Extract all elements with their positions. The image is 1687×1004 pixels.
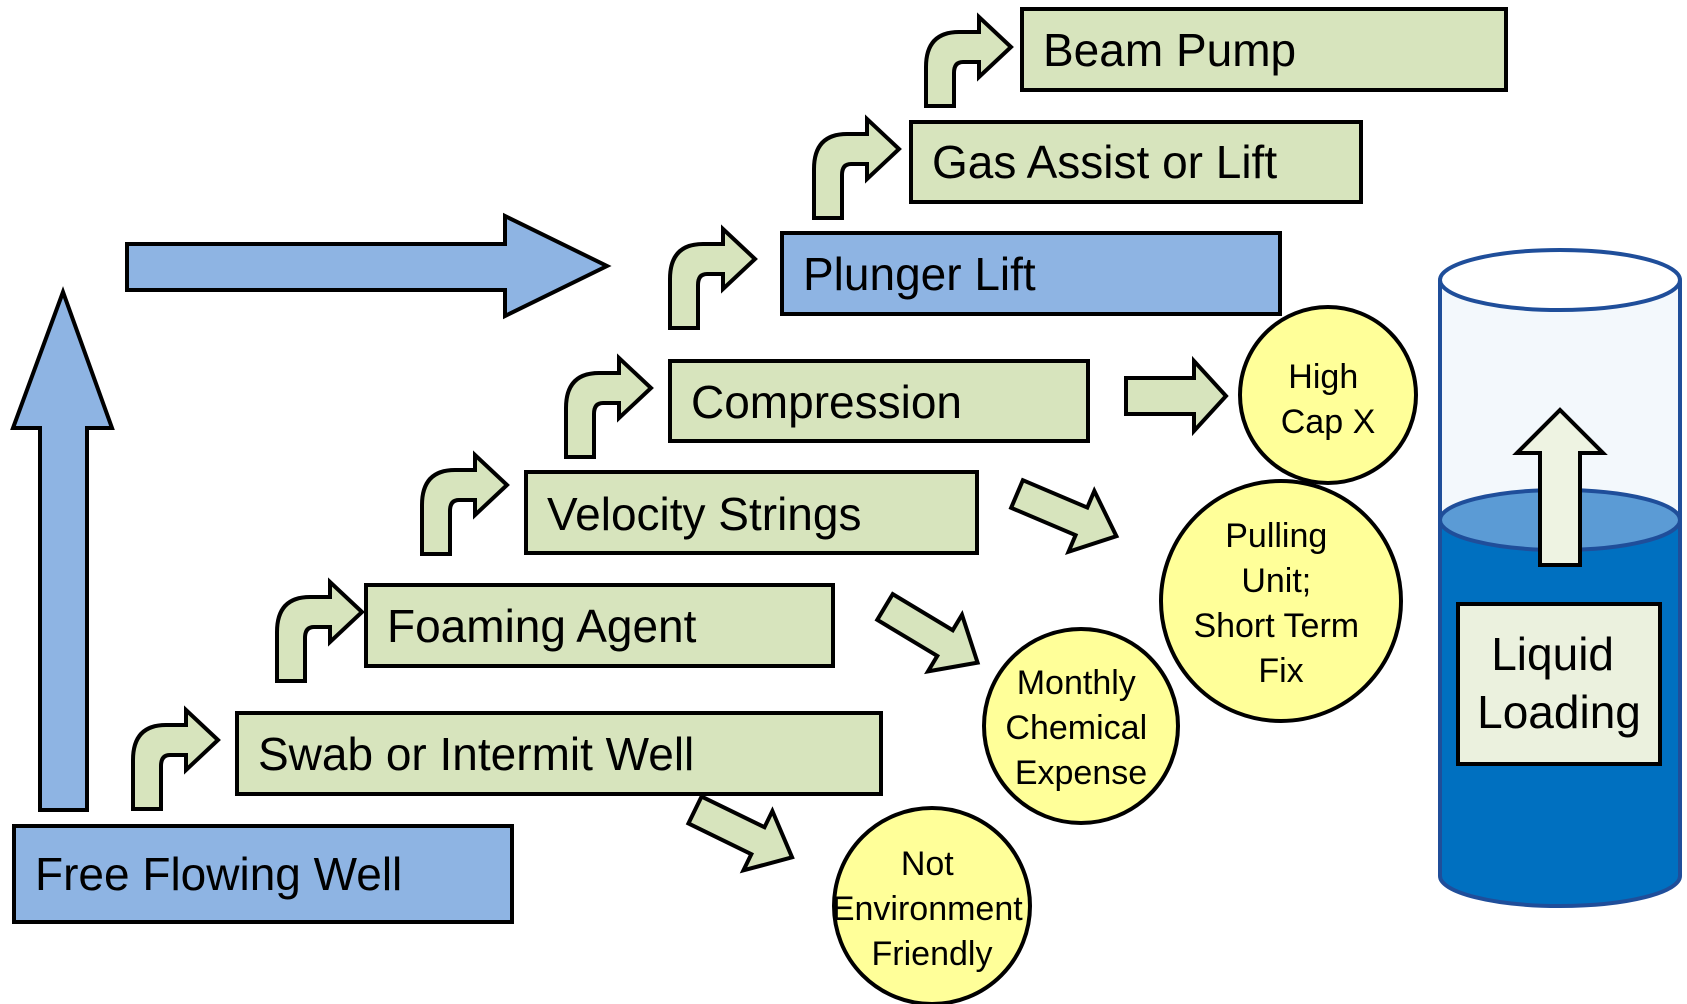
step-label-free-flowing-well: Free Flowing Well [35,848,402,900]
tank-bottom-rim [1438,875,1682,908]
tank-top-rim [1438,248,1682,312]
outcome-label-monthly-chemical-expense: Monthly Chemical Expense [1005,664,1156,792]
outcome-arrow-pulling-unit [1008,477,1120,555]
outcome-circles [832,305,1418,1004]
bent-arrow-5 [668,224,758,330]
outcome-label-not-environment-friendly: Not Environment Friendly [832,845,1032,973]
step-label-gas-assist-or-lift: Gas Assist or Lift [932,136,1277,188]
bent-arrow-3 [420,450,510,556]
bent-arrow-7 [924,12,1014,108]
step-box-compression [668,359,1090,443]
step-label-plunger-lift: Plunger Lift [803,248,1036,300]
step-box-foaming-agent [364,583,835,668]
bent-arrows [131,12,1014,811]
bent-arrow-4 [564,353,654,459]
step-label-foaming-agent: Foaming Agent [387,600,697,652]
outcome-circle-monthly-chemical-expense [982,627,1180,825]
outcome-circle-pulling-unit [1159,479,1403,723]
outcome-label-high-cap-x: High Cap X [1281,358,1376,441]
step-box-free-flowing-well [12,824,514,924]
outcome-label-pulling-unit: Pulling Unit; Short Term Fix [1193,517,1368,690]
step-label-compression: Compression [691,376,962,428]
tank-up-arrow [1512,407,1608,567]
step-label-velocity-strings: Velocity Strings [547,488,861,540]
outcome-arrow-not-environment-friendly [685,793,795,874]
step-box-velocity-strings [524,470,979,555]
bent-arrow-1 [131,705,221,811]
step-box-swab-or-intermit-well [235,711,883,796]
step-label-swab-or-intermit-well: Swab or Intermit Well [258,728,694,780]
liquid-tank [1438,248,1682,908]
outcome-circle-not-environment-friendly [832,806,1032,1004]
outcome-arrow-monthly-chemical-expense [874,591,981,675]
outcome-arrows [685,355,1229,874]
step-box-beam-pump [1020,7,1508,92]
bent-arrow-2 [275,577,365,683]
step-box-gas-assist-or-lift [909,120,1363,204]
step-label-beam-pump: Beam Pump [1043,24,1296,76]
liquid-loading-box [1456,602,1662,766]
outcome-circle-high-cap-x [1238,305,1418,485]
big-up-arrow [10,286,115,812]
outcome-arrow-high-cap-x [1124,355,1229,437]
big-right-arrow [125,212,612,320]
step-box-plunger-lift [780,231,1282,316]
step-boxes [12,7,1508,924]
bent-arrow-6 [812,114,902,220]
liquid-loading-label: Liquid Loading [1477,628,1641,738]
